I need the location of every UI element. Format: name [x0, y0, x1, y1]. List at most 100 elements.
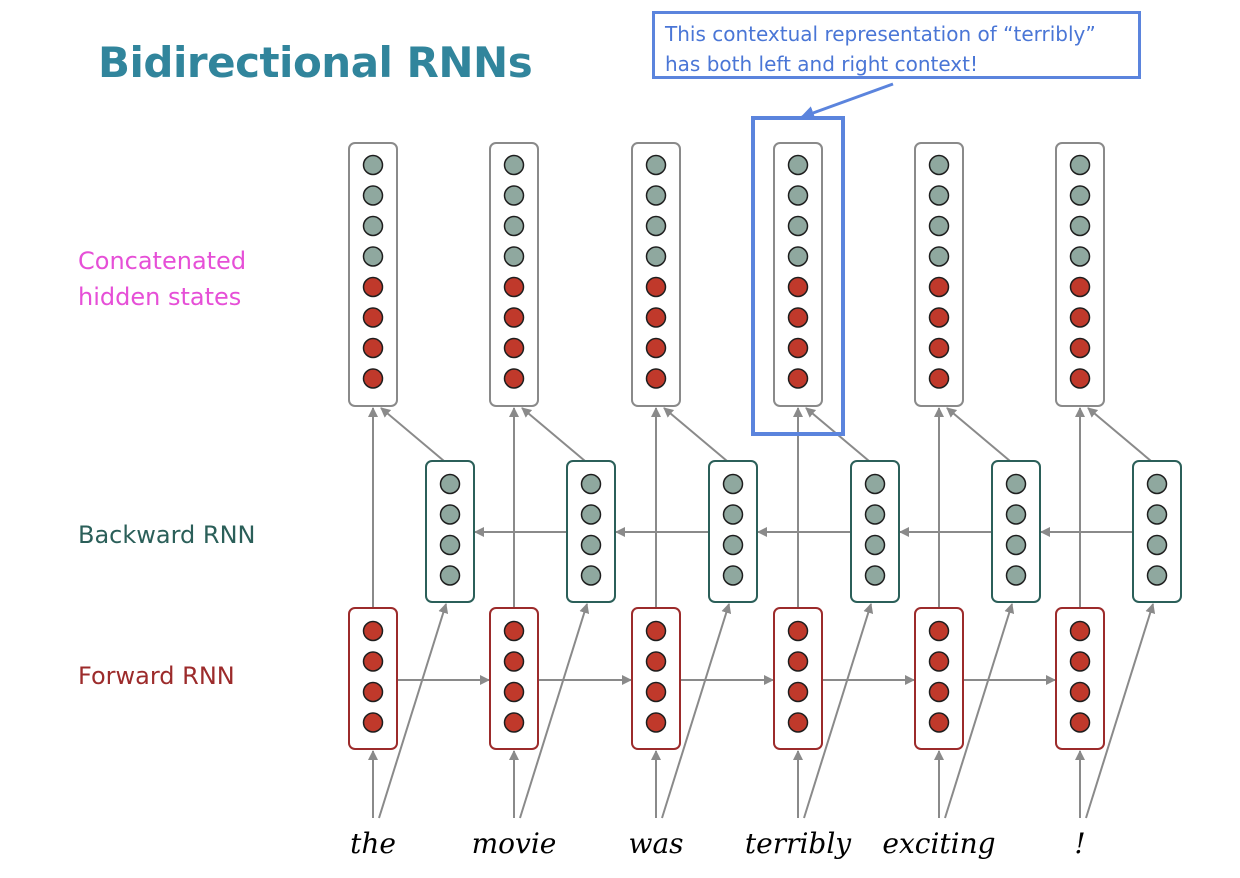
- concat-backward-node: [787, 154, 809, 176]
- word-to-backward-arrow: [661, 603, 732, 819]
- backward-node: [864, 534, 886, 556]
- concat-backward-node: [787, 185, 809, 206]
- concatenated-state-box: [631, 142, 681, 407]
- concat-forward-node: [1069, 307, 1091, 328]
- concat-backward-node: [645, 154, 667, 176]
- concatenated-state-box: [1055, 142, 1105, 407]
- input-word: terribly: [744, 827, 852, 860]
- forward-rnn-cell: [631, 607, 681, 750]
- backward-node: [580, 473, 602, 495]
- backward-node: [580, 534, 602, 556]
- forward-node: [1069, 712, 1091, 733]
- word-to-backward-arrow: [1085, 603, 1156, 819]
- concat-backward-node: [1069, 185, 1091, 206]
- backward-node: [864, 473, 886, 495]
- backward-node: [1146, 504, 1168, 525]
- backward-node: [580, 504, 602, 525]
- input-word: exciting: [882, 827, 996, 860]
- forward-node: [503, 620, 525, 642]
- slide-title: Bidirectional RNNs: [98, 38, 533, 87]
- concatenated-state-box: [348, 142, 398, 407]
- rnn-cells: [348, 142, 1182, 750]
- concat-backward-node: [787, 246, 809, 267]
- backward-rnn-cell: [991, 460, 1041, 603]
- backward-node: [1005, 473, 1027, 495]
- concat-backward-node: [362, 185, 384, 206]
- backward-to-concat-arrow: [521, 407, 586, 462]
- concat-backward-node: [928, 185, 950, 206]
- backward-node: [1005, 534, 1027, 556]
- concat-backward-node: [928, 246, 950, 267]
- concat-backward-node: [362, 154, 384, 176]
- callout-pointer-arrow: [800, 82, 894, 120]
- forward-node: [928, 620, 950, 642]
- input-word: !: [1074, 827, 1086, 860]
- backward-rnn-cell: [425, 460, 475, 603]
- concat-forward-node: [787, 276, 809, 298]
- forward-node: [787, 651, 809, 672]
- forward-node: [503, 651, 525, 672]
- backward-to-concat-arrow: [1087, 407, 1152, 462]
- concat-forward-node: [362, 276, 384, 298]
- forward-rnn-cell: [914, 607, 964, 750]
- concatenated-state-box: [914, 142, 964, 407]
- concat-backward-node: [503, 154, 525, 176]
- concat-backward-node: [1069, 215, 1091, 237]
- forward-node: [645, 651, 667, 672]
- forward-node: [645, 681, 667, 703]
- callout-line2: has both left and right context!: [665, 52, 978, 76]
- concat-forward-node: [503, 307, 525, 328]
- forward-node: [362, 620, 384, 642]
- word-to-backward-arrow: [944, 603, 1015, 819]
- concat-forward-node: [362, 368, 384, 389]
- backward-node: [439, 534, 461, 556]
- input-word: the: [350, 827, 396, 860]
- forward-node: [362, 712, 384, 733]
- backward-node: [722, 504, 744, 525]
- concat-forward-node: [928, 307, 950, 328]
- backward-node: [1146, 473, 1168, 495]
- concat-forward-node: [645, 307, 667, 328]
- concat-backward-node: [645, 215, 667, 237]
- concat-forward-node: [787, 307, 809, 328]
- callout-line1: This contextual representation of “terri…: [665, 22, 1096, 46]
- concat-backward-node: [645, 185, 667, 206]
- backward-node: [580, 565, 602, 586]
- forward-node: [645, 712, 667, 733]
- forward-node: [928, 681, 950, 703]
- word-to-backward-arrow: [519, 603, 590, 819]
- concat-backward-node: [362, 246, 384, 267]
- forward-node: [787, 681, 809, 703]
- forward-node: [362, 681, 384, 703]
- concat-backward-node: [503, 215, 525, 237]
- forward-node: [362, 651, 384, 672]
- concat-forward-node: [787, 368, 809, 389]
- backward-node: [864, 565, 886, 586]
- backward-rnn-cell: [1132, 460, 1182, 603]
- backward-to-concat-arrow: [946, 407, 1011, 462]
- backward-node: [1146, 534, 1168, 556]
- word-to-backward-arrow: [803, 603, 874, 819]
- concat-forward-node: [362, 307, 384, 328]
- backward-node: [722, 534, 744, 556]
- backward-node: [1005, 504, 1027, 525]
- word-to-backward-arrow: [378, 603, 449, 819]
- concat-forward-node: [645, 337, 667, 359]
- concat-forward-node: [645, 368, 667, 389]
- forward-node: [1069, 681, 1091, 703]
- concat-backward-node: [503, 246, 525, 267]
- forward-node: [645, 620, 667, 642]
- concat-forward-node: [928, 368, 950, 389]
- concat-backward-node: [928, 154, 950, 176]
- concat-forward-node: [362, 337, 384, 359]
- highlight-box: [751, 116, 845, 436]
- concat-forward-node: [928, 276, 950, 298]
- backward-node: [864, 504, 886, 525]
- concat-backward-node: [645, 246, 667, 267]
- backward-node: [439, 504, 461, 525]
- highlight-layer: [751, 82, 894, 436]
- forward-node: [503, 712, 525, 733]
- backward-node: [439, 565, 461, 586]
